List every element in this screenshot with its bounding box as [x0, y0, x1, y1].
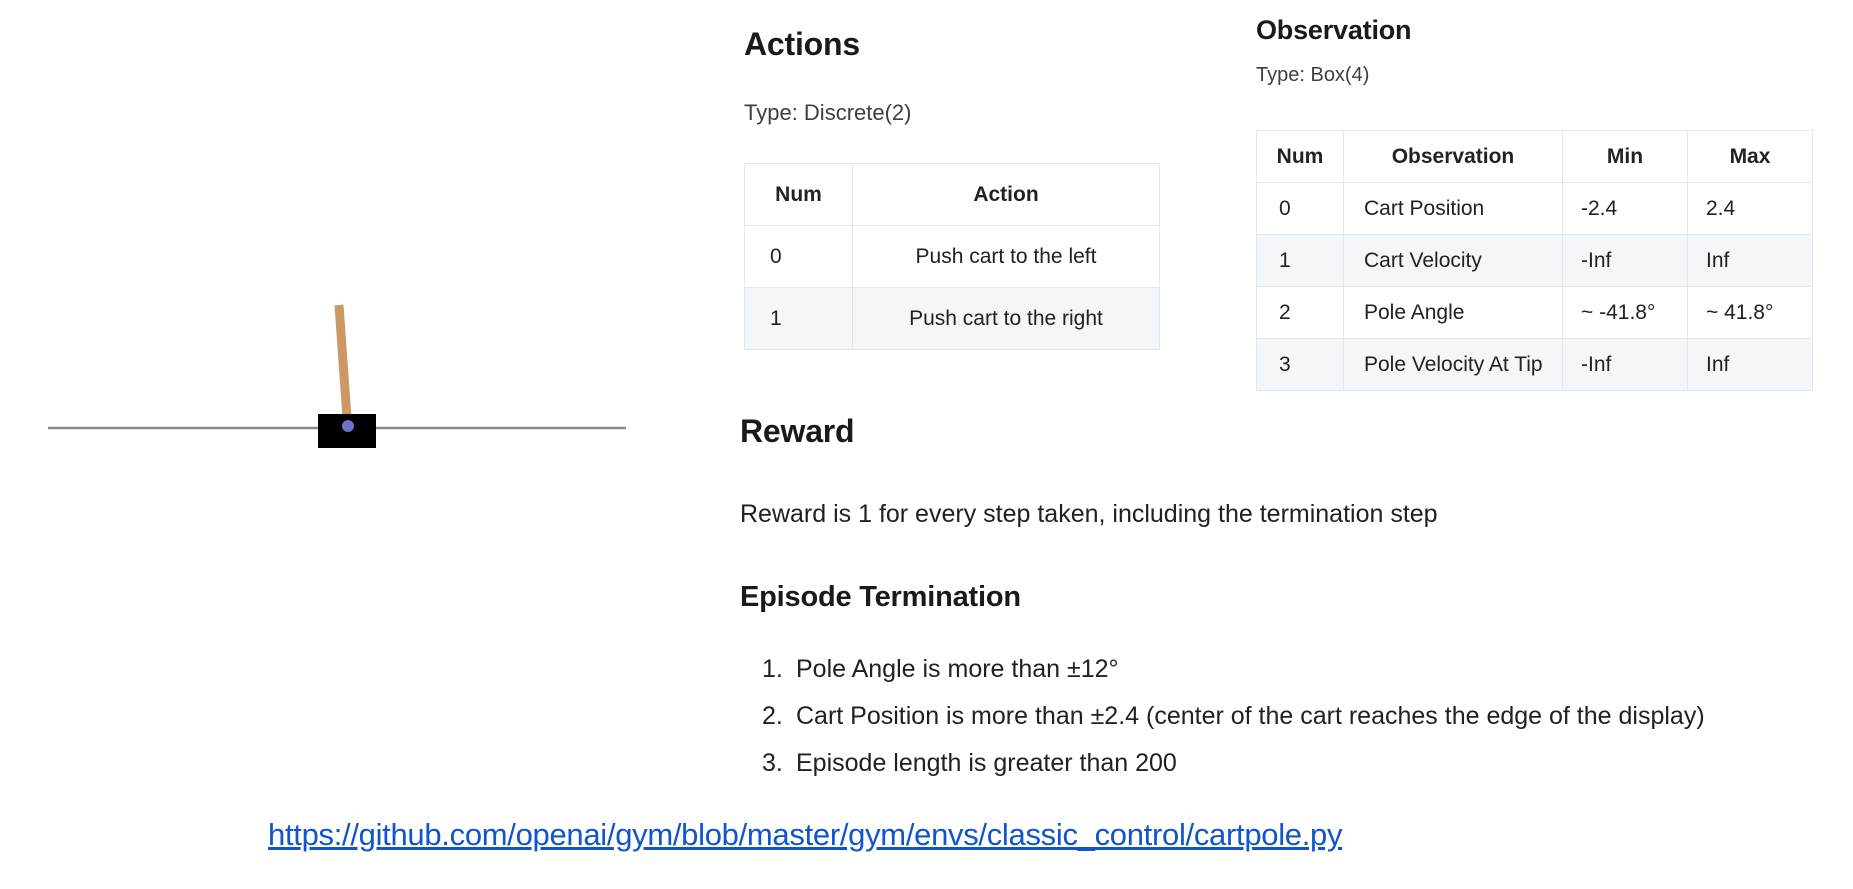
- actions-type-label: Type: Discrete(2): [744, 100, 912, 125]
- observation-row-1-min: -Inf: [1562, 234, 1688, 287]
- axle-joint: [342, 420, 354, 432]
- observation-row-2-min: ~ -41.8°: [1562, 286, 1688, 339]
- observation-row-3-min: -Inf: [1562, 338, 1688, 391]
- actions-table-header-row: Num Action: [744, 163, 1160, 226]
- table-row: 1 Push cart to the right: [744, 287, 1160, 350]
- actions-col-action-header: Action: [852, 163, 1160, 226]
- actions-row-0-num: 0: [744, 225, 853, 288]
- observation-row-2-observation: Pole Angle: [1343, 286, 1563, 339]
- table-row: 1 Cart Velocity -Inf Inf: [1256, 234, 1813, 287]
- termination-list: 1. Pole Angle is more than ±12° 2. Cart Po…: [762, 646, 1705, 787]
- observation-type-label: Type: Box(4): [1256, 64, 1370, 86]
- observation-row-0-num: 0: [1256, 182, 1344, 235]
- table-row: 0 Cart Position -2.4 2.4: [1256, 182, 1813, 235]
- list-item-text: Pole Angle is more than ±12°: [796, 655, 1119, 683]
- observation-col-observation-header: Observation: [1343, 130, 1563, 183]
- observation-row-0-observation: Cart Position: [1343, 182, 1563, 235]
- observation-table: Num Observation Min Max 0 Cart Position …: [1256, 130, 1813, 391]
- observation-col-min-header: Min: [1562, 130, 1688, 183]
- list-item-marker: 1.: [762, 655, 783, 683]
- cartpole-figure: [0, 240, 700, 520]
- observation-col-num-header: Num: [1256, 130, 1344, 183]
- reward-text: Reward is 1 for every step taken, includ…: [740, 500, 1438, 528]
- observation-row-0-max: 2.4: [1687, 182, 1813, 235]
- actions-row-0-action: Push cart to the left: [852, 225, 1160, 288]
- table-row: 3 Pole Velocity At Tip -Inf Inf: [1256, 338, 1813, 391]
- episode-termination-heading: Episode Termination: [740, 581, 1021, 613]
- source-url-link[interactable]: https://github.com/openai/gym/blob/maste…: [268, 817, 1343, 852]
- pole: [334, 304, 353, 433]
- actions-table: Num Action 0 Push cart to the left 1 Pus…: [744, 163, 1160, 350]
- list-item: 2. Cart Position is more than ±2.4 (cente…: [762, 693, 1705, 740]
- observation-row-0-min: -2.4: [1562, 182, 1688, 235]
- actions-row-1-action: Push cart to the right: [852, 287, 1160, 350]
- list-item: 1. Pole Angle is more than ±12°: [762, 646, 1705, 693]
- reward-heading: Reward: [740, 413, 855, 449]
- observation-row-3-max: Inf: [1687, 338, 1813, 391]
- observation-row-3-observation: Pole Velocity At Tip: [1343, 338, 1563, 391]
- actions-row-1-num: 1: [744, 287, 853, 350]
- observation-col-max-header: Max: [1687, 130, 1813, 183]
- actions-col-num-header: Num: [744, 163, 853, 226]
- table-row: 2 Pole Angle ~ -41.8° ~ 41.8°: [1256, 286, 1813, 339]
- observation-row-2-num: 2: [1256, 286, 1344, 339]
- list-item-marker: 3.: [762, 749, 783, 777]
- list-item-text: Cart Position is more than ±2.4 (center …: [796, 702, 1705, 730]
- observation-row-1-num: 1: [1256, 234, 1344, 287]
- actions-heading: Actions: [744, 26, 860, 62]
- observation-table-header-row: Num Observation Min Max: [1256, 130, 1813, 183]
- observation-heading: Observation: [1256, 15, 1412, 45]
- list-item-text: Episode length is greater than 200: [796, 749, 1177, 777]
- observation-row-1-observation: Cart Velocity: [1343, 234, 1563, 287]
- list-item: 3. Episode length is greater than 200: [762, 740, 1705, 787]
- cartpole-svg: [48, 304, 626, 448]
- observation-row-3-num: 3: [1256, 338, 1344, 391]
- list-item-marker: 2.: [762, 702, 783, 730]
- observation-row-1-max: Inf: [1687, 234, 1813, 287]
- observation-row-2-max: ~ 41.8°: [1687, 286, 1813, 339]
- table-row: 0 Push cart to the left: [744, 225, 1160, 288]
